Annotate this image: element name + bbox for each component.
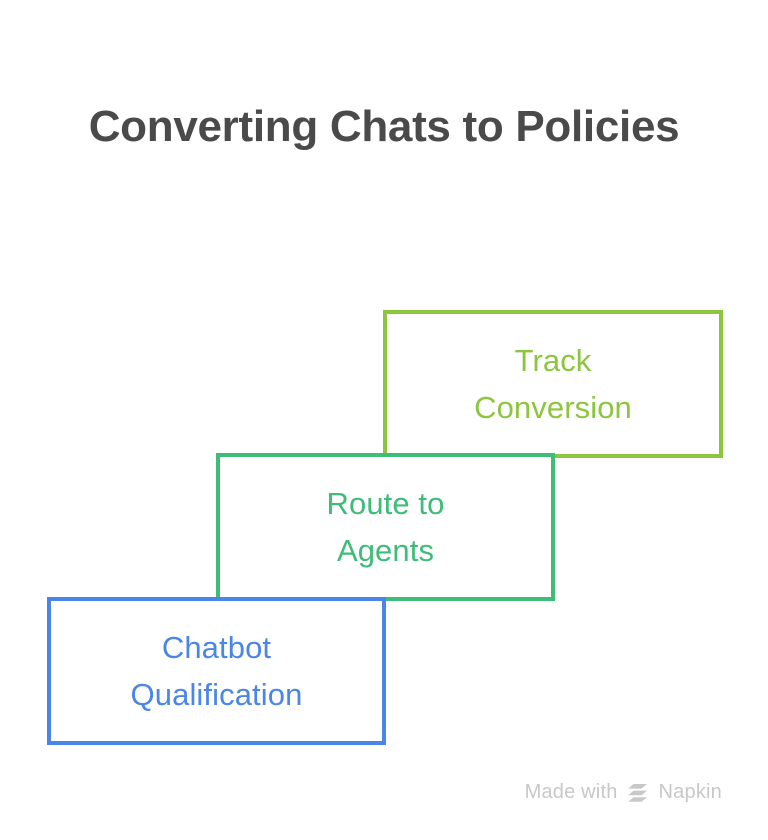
watermark-brand-label: Napkin: [658, 781, 722, 803]
step-box-track-conversion[interactable]: Track Conversion: [383, 310, 723, 458]
step-label-chatbot-qualification: Chatbot Qualification: [130, 629, 303, 712]
step-label-track-conversion: Track Conversion: [474, 342, 632, 425]
napkin-watermark: Made with Napkin: [525, 781, 722, 804]
step-box-chatbot-qualification[interactable]: Chatbot Qualification: [47, 597, 386, 745]
step-label-route-to-agents: Route to Agents: [326, 485, 445, 568]
watermark-prefix-label: Made with: [524, 781, 618, 803]
step-box-route-to-agents[interactable]: Route to Agents: [216, 453, 555, 601]
page-title: Converting Chats to Policies: [88, 102, 680, 151]
napkin-logo-icon: [627, 782, 650, 804]
